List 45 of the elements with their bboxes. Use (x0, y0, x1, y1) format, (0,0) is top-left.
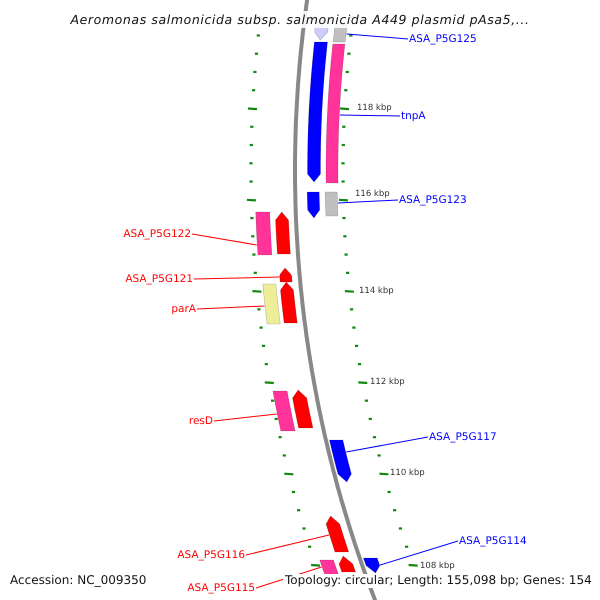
gene-feature (362, 558, 380, 574)
gene-feature (262, 284, 281, 324)
leader-line (246, 534, 330, 556)
scale-label: 114 kbp (359, 287, 394, 297)
gene-feature (275, 212, 291, 254)
gene-feature (280, 282, 298, 324)
gene-label: ASA_P5G115 (187, 582, 255, 594)
scale-label: 112 kbp (370, 378, 405, 388)
gene-label: tnpA (401, 110, 426, 122)
footer-text: Accession: NC_009350 (8, 574, 148, 588)
gene-feature (272, 390, 296, 432)
scale-label: 116 kbp (355, 190, 390, 200)
scale-label: 118 kbp (357, 104, 392, 114)
gene-feature (324, 192, 338, 216)
scale-label: 108 kbp (420, 562, 455, 572)
gene-feature (307, 42, 328, 182)
gene-feature (306, 192, 320, 218)
leader-line (339, 114, 400, 116)
leader-line (194, 276, 280, 280)
leader-line (196, 306, 265, 310)
gene-feature (319, 560, 339, 576)
gene-label: ASA_P5G122 (123, 228, 191, 240)
leader-line (346, 436, 428, 452)
footer-text: Topology: circular; Length: 155,098 bp; Genes: 154 (283, 574, 594, 588)
gene-feature (292, 390, 314, 428)
gene-feature (326, 44, 346, 184)
leader-line (192, 234, 258, 246)
gene-label: ASA_P5G114 (459, 535, 527, 548)
gene-label: ASA_P5G125 (409, 33, 477, 46)
gene-feature (329, 440, 352, 482)
leader-line (214, 414, 278, 422)
gene-feature (279, 268, 293, 282)
gene-label: ASA_P5G123 (399, 194, 467, 206)
gene-feature (326, 516, 350, 552)
gene-feature (338, 556, 356, 572)
scale-label: 110 kbp (390, 469, 425, 479)
gene-label: ASA_P5G121 (125, 273, 193, 286)
gene-label: ASA_P5G117 (429, 431, 497, 444)
gene-label: ASA_P5G116 (177, 549, 245, 562)
leader-line (346, 34, 408, 40)
gene-label: resD (188, 415, 213, 428)
gene-feature (255, 212, 272, 256)
gene-label: parA (171, 303, 196, 316)
leader-line (380, 540, 458, 566)
leader-line (338, 200, 398, 204)
